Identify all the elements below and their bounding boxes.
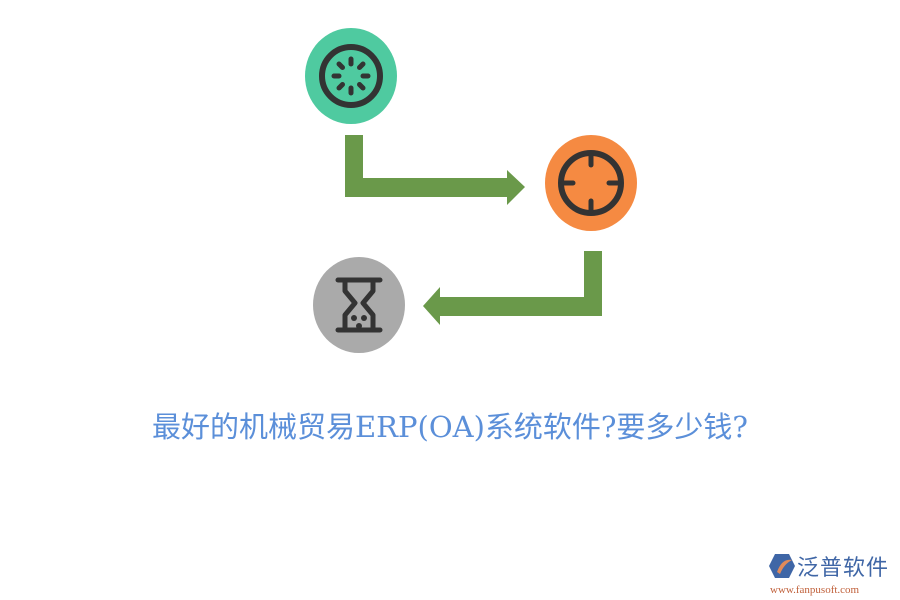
node-target (545, 135, 637, 231)
crosshair-target-icon (558, 150, 624, 216)
watermark-url: www.fanpusoft.com (770, 584, 860, 596)
hourglass-icon (335, 277, 383, 333)
arrow-left (423, 251, 602, 325)
arrow-right (345, 135, 525, 205)
node-hourglass (313, 257, 405, 353)
page-title: 最好的机械贸易ERP(OA)系统软件?要多少钱? (152, 410, 748, 444)
fanpu-logo-icon (769, 554, 795, 578)
node-spinner (305, 28, 397, 124)
watermark-brand: 泛普软件 (797, 556, 890, 581)
loading-spinner-icon (319, 44, 383, 108)
